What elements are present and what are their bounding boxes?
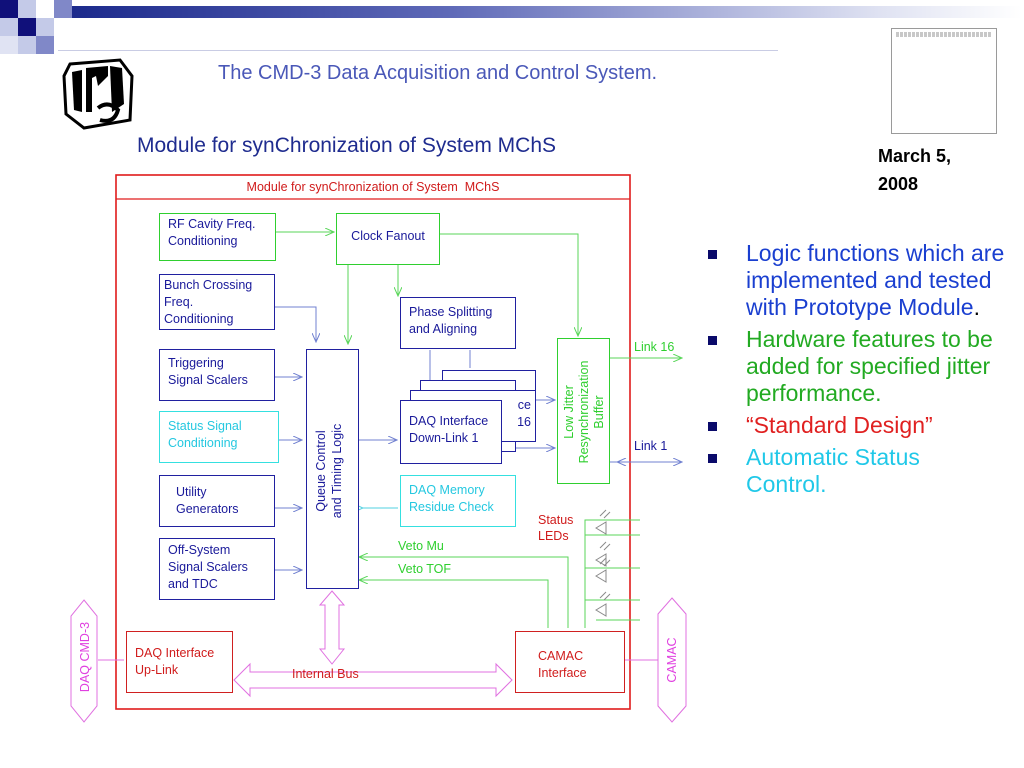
cmd-logo bbox=[58, 56, 138, 132]
bullet-text: Logic functions which are implemented an… bbox=[746, 240, 1005, 320]
block-utility-generators-label: Utility Generators bbox=[176, 485, 239, 516]
bullet-item: Hardware features to be added for specif… bbox=[706, 326, 1006, 407]
block-daq-uplink: DAQ Interface Up-Link bbox=[126, 631, 233, 693]
block-off-system-label: Off-System Signal Scalers and TDC bbox=[168, 543, 248, 591]
label-camac: CAMAC bbox=[665, 637, 679, 683]
daq-cmd3-side-arrow bbox=[70, 599, 98, 723]
square-bullet-icon bbox=[708, 422, 717, 431]
block-daq-memory: DAQ Memory Residue Check bbox=[400, 475, 516, 527]
frame-title: Module for synChronization of System MCh… bbox=[246, 180, 500, 194]
bullet-text: “Standard Design” bbox=[746, 412, 933, 438]
label-link1: Link 1 bbox=[634, 439, 668, 453]
block-camac-interface: CAMAC Interface bbox=[515, 631, 625, 693]
block-off-system: Off-System Signal Scalers and TDC bbox=[159, 538, 275, 600]
bullet-text: Hardware features to be added for specif… bbox=[746, 326, 993, 406]
status-led-icons bbox=[595, 509, 611, 617]
thumbnail-placeholder bbox=[891, 28, 997, 134]
block-daq-memory-label: DAQ Memory Residue Check bbox=[409, 483, 494, 514]
block-low-jitter-buffer-label: Low Jitter Resynchronization Buffer bbox=[562, 360, 606, 464]
slide-title: The CMD-3 Data Acquisition and Control S… bbox=[218, 62, 658, 84]
block-triggering-scalers: Triggering Signal Scalers bbox=[159, 349, 275, 401]
bullet-text: Automatic Status Control. bbox=[746, 444, 920, 497]
block-daq-uplink-label: DAQ Interface Up-Link bbox=[135, 646, 215, 677]
camac-side-arrow bbox=[657, 597, 687, 723]
block-triggering-scalers-label: Triggering Signal Scalers bbox=[168, 356, 248, 387]
bullet-item: “Standard Design” bbox=[706, 412, 1006, 439]
header-gradient-bar bbox=[72, 6, 1022, 18]
block-bunch-crossing-label: Bunch Crossing Freq. Conditioning bbox=[164, 278, 253, 326]
label-veto-mu: Veto Mu bbox=[398, 539, 444, 553]
slide-date: March 5, 2008 bbox=[878, 146, 952, 194]
label-link16: Link 16 bbox=[634, 340, 675, 354]
block-rf-cavity: RF Cavity Freq. Conditioning bbox=[159, 213, 276, 261]
bullet-item: Logic functions which are implemented an… bbox=[706, 240, 1006, 321]
block-queue-control: Queue Control and Timing Logic bbox=[306, 349, 359, 589]
block-daq-interface-downlink1: DAQ Interface Down-Link 1 bbox=[400, 400, 502, 464]
block-rf-cavity-label: RF Cavity Freq. Conditioning bbox=[168, 217, 256, 248]
queue-bus-arrow bbox=[318, 590, 346, 665]
slide-subtitle: Module for synChronization of System MCh… bbox=[137, 134, 557, 157]
block-clock-fanout: Clock Fanout bbox=[336, 213, 440, 265]
internal-bus-arrow bbox=[233, 662, 513, 698]
square-bullet-icon bbox=[708, 336, 717, 345]
bullet-item: Automatic Status Control. bbox=[706, 444, 1006, 498]
block-daq-interface-downlink1-label: DAQ Interface Down-Link 1 bbox=[409, 414, 489, 445]
block-camac-interface-label: CAMAC Interface bbox=[538, 649, 587, 680]
block-phase-splitting: Phase Splitting and Aligning bbox=[400, 297, 516, 349]
label-internal-bus: Internal Bus bbox=[292, 667, 359, 681]
label-veto-tof: Veto TOF bbox=[398, 562, 452, 576]
module-frame bbox=[115, 174, 631, 710]
block-queue-control-label: Queue Control and Timing Logic bbox=[314, 423, 344, 519]
block-bunch-crossing: Bunch Crossing Freq. Conditioning bbox=[159, 274, 275, 330]
square-bullet-icon bbox=[708, 250, 717, 259]
square-bullet-icon bbox=[708, 454, 717, 463]
header-rule bbox=[58, 50, 778, 51]
block-clock-fanout-label: Clock Fanout bbox=[351, 229, 425, 243]
block-utility-generators: Utility Generators bbox=[159, 475, 275, 527]
bullet-suffix: . bbox=[973, 294, 980, 320]
block-status-signal: Status Signal Conditioning bbox=[159, 411, 279, 463]
bullet-list: Logic functions which are implemented an… bbox=[706, 240, 1006, 503]
label-daq-cmd3: DAQ CMD-3 bbox=[78, 621, 92, 693]
label-status-leds: Status LEDs bbox=[538, 513, 574, 543]
block-low-jitter-buffer: Low Jitter Resynchronization Buffer bbox=[557, 338, 610, 484]
block-status-signal-label: Status Signal Conditioning bbox=[168, 419, 242, 450]
block-daq-interface-back-label: ce 16 bbox=[517, 398, 531, 429]
block-phase-splitting-label: Phase Splitting and Aligning bbox=[409, 305, 493, 336]
